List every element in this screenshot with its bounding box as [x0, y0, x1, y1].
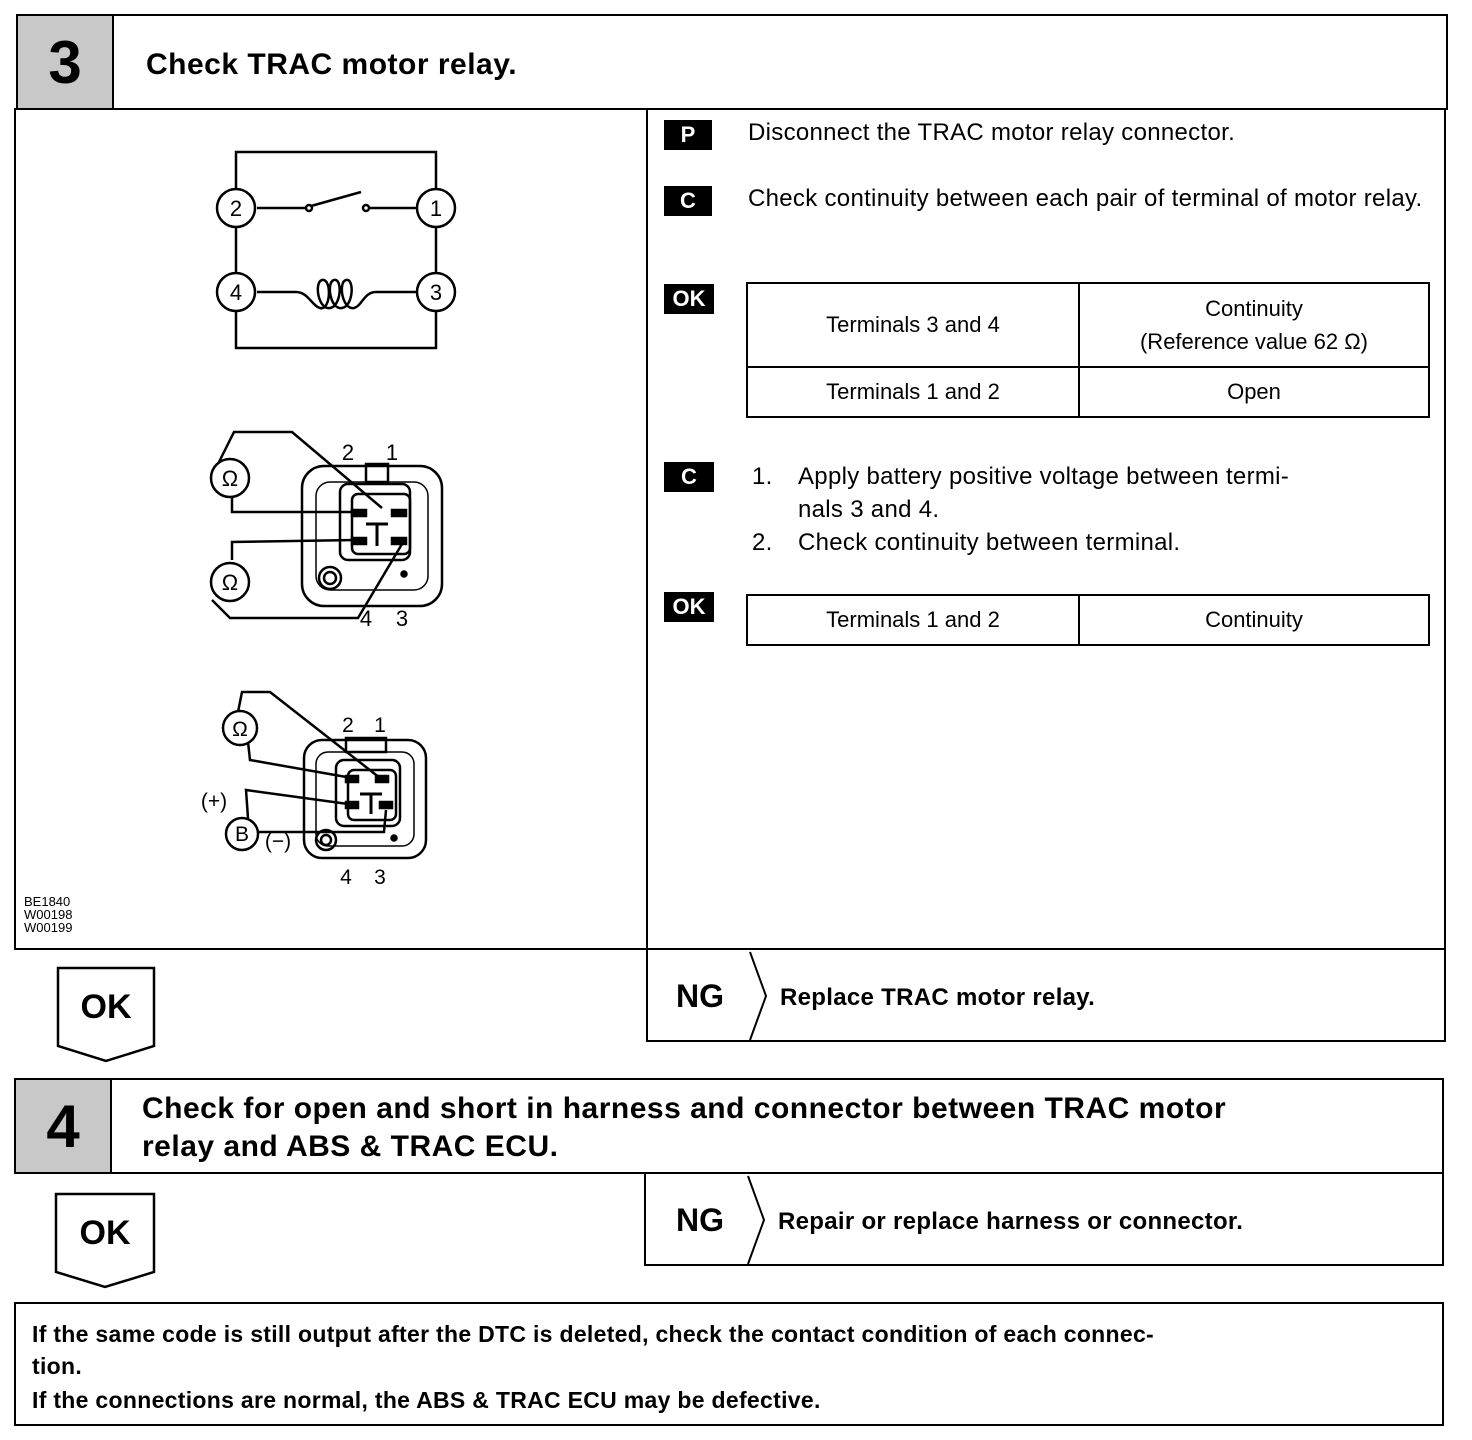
step3-ok-label: OK: [80, 988, 132, 1026]
schematic-label-4: 4: [230, 280, 242, 305]
coil-icon: [257, 278, 416, 310]
conn1-label-2: 2: [342, 440, 354, 465]
tag-check-1: C: [664, 186, 712, 216]
table2-r1-result: Continuity: [1078, 594, 1430, 646]
conn1-label-3: 3: [396, 606, 408, 631]
ohmmeter-2-symbol: Ω: [222, 570, 238, 595]
conn2-label-4: 4: [340, 866, 352, 889]
table1-r1-terminals: Terminals 3 and 4: [746, 282, 1080, 368]
step4-header: 4 Check for open and short in harness an…: [14, 1078, 1444, 1174]
ohmmeter-2-icon: [209, 561, 251, 603]
schematic-label-1: 1: [430, 196, 442, 221]
conn2-label-3: 3: [374, 866, 386, 889]
step4-ng-action: Repair or replace harness or connector.: [778, 1208, 1244, 1235]
table1-r2-result: Open: [1078, 366, 1430, 418]
step3-ng-action: Replace TRAC motor relay.: [780, 984, 1096, 1011]
table1-r2-terminals: Terminals 1 and 2: [746, 366, 1080, 418]
table1-r1-result: Continuity (Reference value 62 Ω): [1078, 282, 1430, 368]
conn2-label-2: 2: [342, 714, 354, 737]
step3-ng-box: NG Replace TRAC motor relay.: [646, 948, 1446, 1042]
table1-r1-result-line2: (Reference value 62 Ω): [1139, 329, 1368, 354]
note-box: If the same code is still output after t…: [14, 1302, 1444, 1426]
schematic-label-2: 2: [230, 196, 242, 221]
check2-item1-line1: Apply battery positive voltage between t…: [798, 463, 1290, 490]
check2-item1-line2: nals 3 and 4.: [798, 496, 940, 523]
table2-r1-terminals: Terminals 1 and 2: [746, 594, 1080, 646]
step3-ng-label: NG: [676, 978, 724, 1014]
step3-header: 3 Check TRAC motor relay.: [16, 14, 1448, 110]
step4-title-line2: relay and ABS & TRAC ECU.: [142, 1130, 559, 1163]
note-line3: If the connections are normal, the ABS &…: [32, 1387, 821, 1413]
step3-ng-chevron: [749, 951, 768, 1041]
step4-ng-chevron: [747, 1175, 766, 1265]
battery-icon: [224, 816, 260, 852]
ohmmeter-1-icon: [209, 457, 251, 499]
terminal-1-circle: [415, 187, 457, 229]
check2-item2-num: 2.: [752, 529, 773, 556]
conn1-label-4: 4: [360, 606, 372, 631]
battery-symbol: B: [235, 823, 249, 846]
schematic-wire-bottom: [234, 310, 438, 350]
step4-ng-label: NG: [676, 1202, 724, 1238]
tag-ok-2: OK: [664, 592, 714, 622]
check2-item1-num: 1.: [752, 463, 773, 490]
ohmmeter-3-icon: [221, 709, 259, 747]
schematic-wire-top: [234, 150, 438, 192]
relay-connector-1: [209, 430, 444, 620]
conn2-label-1: 1: [374, 714, 386, 737]
instruction-check-continuity: Check continuity between each pair of te…: [748, 185, 1423, 212]
step4-title-line1: Check for open and short in harness and …: [142, 1092, 1227, 1125]
ohmmeter-3-symbol: Ω: [232, 718, 248, 741]
battery-minus-label: (−): [265, 830, 291, 853]
continuity-table-1: Terminals 3 and 4 Continuity (Reference …: [746, 282, 1430, 418]
diagram-code-2: W00198: [24, 907, 73, 922]
step3-ok-arrow: [56, 966, 156, 1063]
continuity-table-2: Terminals 1 and 2 Continuity: [746, 594, 1430, 646]
conn1-label-1: 1: [386, 440, 398, 465]
relay-connector-2: [221, 690, 428, 860]
terminal-4-circle: [215, 271, 257, 313]
step4-number: 4: [16, 1080, 112, 1172]
tag-check-2: C: [664, 462, 714, 492]
step4-ng-box: NG Repair or replace harness or connecto…: [644, 1172, 1444, 1266]
step3-title: Check TRAC motor relay.: [146, 48, 518, 81]
table1-r1-result-line1: Continuity: [1205, 296, 1303, 321]
battery-plus-label: (+): [201, 790, 227, 813]
relay-diagrams: 2 1 4 3 Ω Ω 2 1 4 3: [201, 150, 457, 889]
diagram-code-1: BE1840: [24, 894, 71, 909]
step4-ok-label: OK: [79, 1214, 131, 1252]
step4-ok-arrow: [54, 1192, 156, 1289]
schematic-label-3: 3: [430, 280, 442, 305]
terminal-2-circle: [215, 187, 257, 229]
diagram-code-3: W00199: [24, 920, 73, 935]
tag-prepare: P: [664, 120, 712, 150]
step3-number: 3: [18, 16, 114, 108]
terminal-3-circle: [415, 271, 457, 313]
tag-ok-1: OK: [664, 284, 714, 314]
note-line2: tion.: [32, 1353, 83, 1379]
check2-item2-line1: Check continuity between terminal.: [798, 529, 1181, 556]
note-line1: If the same code is still output after t…: [32, 1321, 1155, 1347]
ohmmeter-1-symbol: Ω: [222, 466, 238, 491]
instruction-disconnect: Disconnect the TRAC motor relay connecto…: [748, 119, 1236, 146]
